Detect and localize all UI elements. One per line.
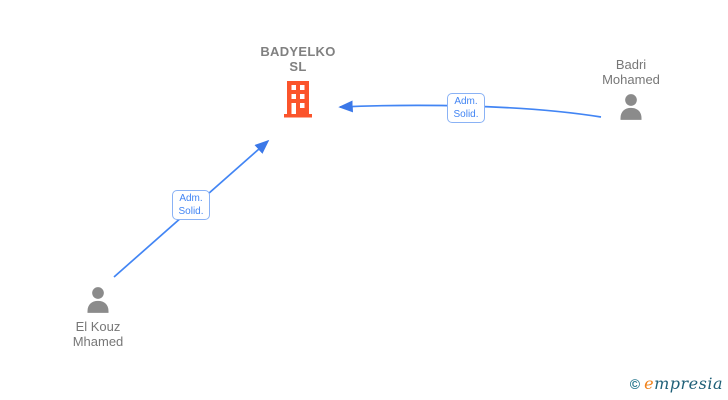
edge-label-adm-solid-right: Adm. Solid. (447, 93, 485, 123)
company-node-badyelko[interactable]: BADYELKO SL (238, 44, 358, 118)
person-name-line1: El Kouz (75, 319, 121, 334)
copyright-icon: © (629, 375, 641, 392)
edge-label-line2: Solid. (178, 206, 204, 217)
empresia-logo[interactable]: © empresia (630, 374, 723, 393)
edge-label-line1: Adm. (454, 96, 478, 107)
edge-label-adm-solid-left: Adm. Solid. (172, 190, 210, 220)
company-name-line2: SL (289, 59, 307, 74)
person-name-line2: Mhamed (72, 334, 124, 349)
edge-label-line2: Solid. (453, 109, 479, 120)
company-name-line1: BADYELKO (260, 44, 336, 59)
brand-wordmark: empresia (644, 374, 723, 393)
person-icon (571, 93, 691, 121)
edge-label-line1: Adm. (179, 193, 203, 204)
brand-first-letter: e (644, 374, 655, 393)
person-name-line2: Mohamed (602, 72, 660, 87)
person-name-line1: Badri (615, 57, 647, 72)
person-node-badri-mohamed[interactable]: Badri Mohamed (571, 57, 691, 121)
person-icon (38, 286, 158, 314)
building-icon (238, 80, 358, 118)
person-node-el-kouz-mhamed[interactable]: El Kouz Mhamed (38, 286, 158, 349)
brand-rest: mpresia (654, 374, 723, 393)
